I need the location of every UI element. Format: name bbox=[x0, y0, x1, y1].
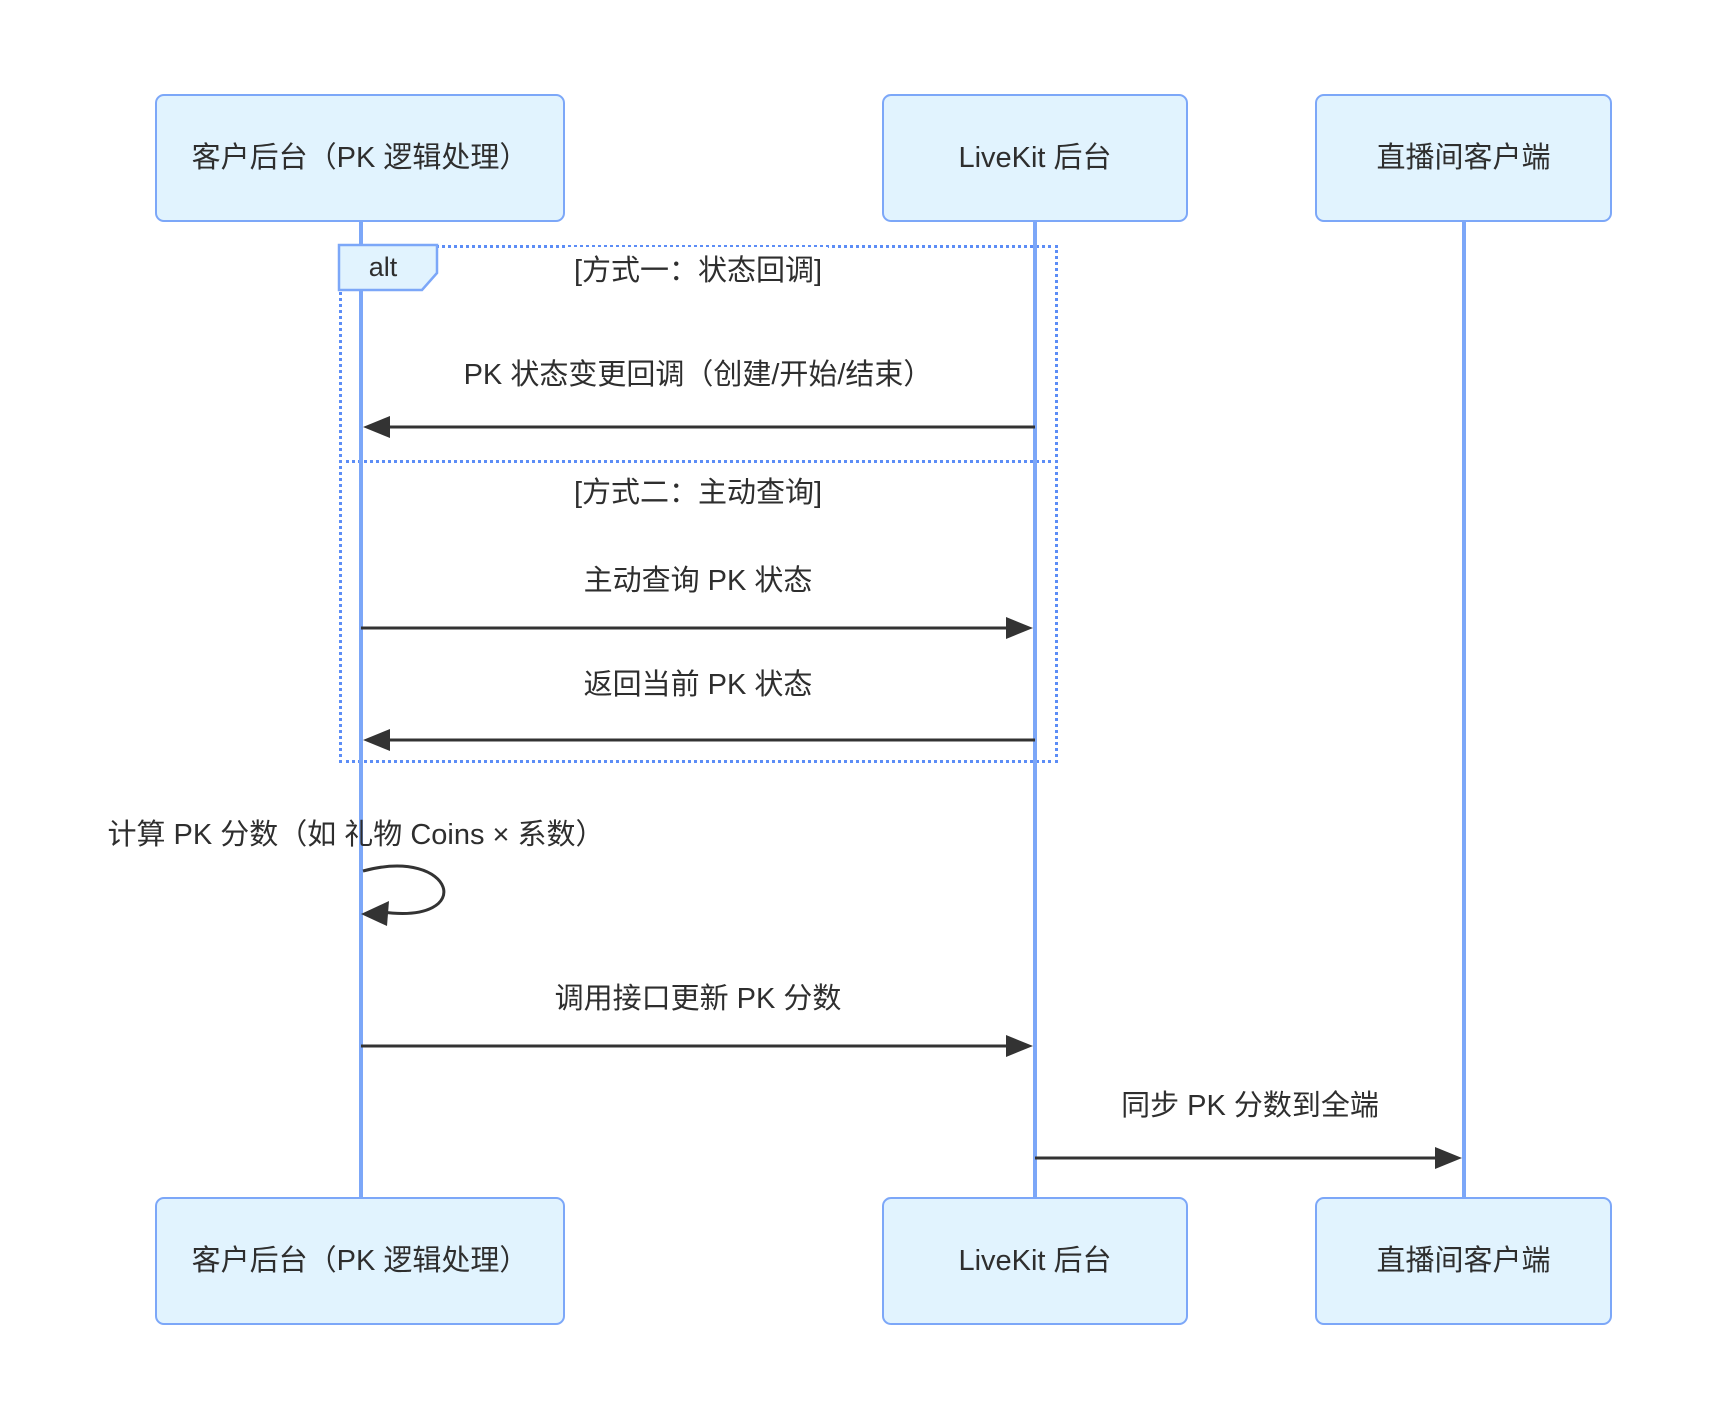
actor-top-customer-backend: 客户后台（PK 逻辑处理） bbox=[155, 94, 565, 222]
actor-label: 直播间客户端 bbox=[1376, 1244, 1551, 1277]
self-loop-compute-score bbox=[361, 864, 446, 926]
actor-label: 客户后台（PK 逻辑处理） bbox=[191, 141, 529, 174]
arrow-query-pk-status bbox=[361, 617, 1033, 639]
actor-top-live-room-client: 直播间客户端 bbox=[1315, 94, 1612, 222]
message-label-pk-status-callback: PK 状态变更回调（创建/开始/结束） bbox=[457, 351, 939, 393]
actor-label: 直播间客户端 bbox=[1376, 141, 1551, 174]
actor-label: LiveKit 后台 bbox=[958, 141, 1112, 174]
actor-label: 客户后台（PK 逻辑处理） bbox=[191, 1244, 529, 1277]
alt-section2-title: [方式二：主动查询] bbox=[567, 469, 829, 511]
arrow-update-pk-score bbox=[361, 1035, 1033, 1057]
arrow-sync-pk-score bbox=[1035, 1147, 1462, 1169]
actor-top-livekit-backend: LiveKit 后台 bbox=[882, 94, 1188, 222]
message-label-sync-pk-score: 同步 PK 分数到全端 bbox=[1115, 1082, 1385, 1124]
actor-label: LiveKit 后台 bbox=[958, 1244, 1112, 1277]
actor-bottom-customer-backend: 客户后台（PK 逻辑处理） bbox=[155, 1197, 565, 1325]
message-label-return-pk-status: 返回当前 PK 状态 bbox=[577, 661, 819, 703]
alt-section1-title: [方式一：状态回调] bbox=[567, 247, 829, 289]
message-label-compute-score: 计算 PK 分数（如 礼物 Coins × 系数） bbox=[107, 819, 605, 851]
actor-bottom-livekit-backend: LiveKit 后台 bbox=[882, 1197, 1188, 1325]
alt-label-shape bbox=[337, 243, 439, 292]
actor-bottom-live-room-client: 直播间客户端 bbox=[1315, 1197, 1612, 1325]
alt-operator-label: alt bbox=[368, 251, 398, 282]
alt-section-divider bbox=[339, 460, 1058, 463]
alt-frame bbox=[339, 245, 1058, 763]
message-label-query-pk-status: 主动查询 PK 状态 bbox=[577, 557, 819, 599]
arrow-return-pk-status bbox=[363, 729, 1035, 751]
arrow-pk-status-callback bbox=[363, 416, 1035, 438]
message-label-update-pk-score: 调用接口更新 PK 分数 bbox=[548, 975, 848, 1017]
